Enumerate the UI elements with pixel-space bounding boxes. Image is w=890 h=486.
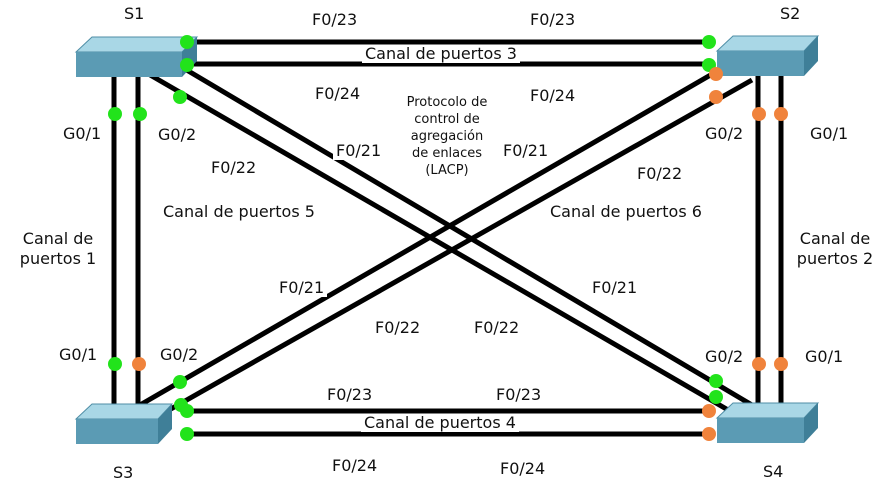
port-label-bottom-f023-left: F0/23: [327, 385, 373, 404]
port-blocked-icon: [702, 404, 716, 418]
port-blocked-icon: [702, 427, 716, 441]
port-up-icon: [702, 35, 716, 49]
port-channel-5-label: Canal de puertos 5: [163, 202, 315, 221]
port-blocked-icon: [774, 107, 788, 121]
port-label-bottom-f024-left: F0/24: [332, 456, 378, 475]
port-up-icon: [709, 374, 723, 388]
link-s1-s4-f022: [143, 69, 737, 417]
lacp-line2: control de: [414, 111, 480, 127]
port-up-icon: [173, 375, 187, 389]
switch-label-s2: S2: [780, 4, 801, 23]
lacp-line5: (LACP): [425, 162, 469, 178]
port-label-s1-g02: G0/2: [155, 126, 200, 144]
port-label-bottom-f024-right: F0/24: [500, 459, 546, 478]
port-label-s3-f021: F0/21: [276, 279, 328, 297]
port-blocked-icon: [774, 357, 788, 371]
port-channel-4-label: Canal de puertos 4: [361, 414, 519, 432]
port-label-s4-g01: G0/1: [802, 348, 847, 366]
switch-s3[interactable]: [74, 403, 174, 444]
port-label-top-f023-left: F0/23: [312, 10, 358, 29]
port-label-s2-g01: G0/1: [807, 125, 852, 143]
switch-label-s3: S3: [113, 463, 134, 482]
port-channel-6-label: Canal de puertos 6: [550, 202, 702, 221]
lacp-caption: Protocolo de control de agregación de en…: [396, 93, 498, 182]
port-label-s3-g01: G0/1: [56, 346, 101, 364]
link-s1-s4-f021: [161, 53, 759, 411]
port-blocked-icon: [709, 90, 723, 104]
port-up-icon: [108, 357, 122, 371]
port-channel-1-label: Canal de puertos 1: [10, 229, 106, 269]
port-label-top-f024-left: F0/24: [315, 84, 361, 103]
port-channel-2-line1: Canal de: [799, 229, 871, 248]
port-up-icon: [108, 107, 122, 121]
port-up-icon: [180, 404, 194, 418]
port-indicators: [108, 35, 788, 441]
lacp-line3: agregación: [410, 128, 484, 144]
port-label-bottom-f023-right: F0/23: [496, 385, 542, 404]
port-label-top-f023-right: F0/23: [530, 10, 576, 29]
switch-label-s1: S1: [124, 4, 145, 23]
port-label-s2-f022: F0/22: [634, 165, 686, 183]
port-label-s1-f021: F0/21: [333, 142, 385, 160]
port-label-s2-g02: G0/2: [702, 125, 747, 143]
port-label-s3-f022: F0/22: [375, 318, 421, 337]
switch-s2[interactable]: [715, 35, 820, 76]
port-up-icon: [133, 107, 147, 121]
port-blocked-icon: [752, 357, 766, 371]
port-label-s2-f021: F0/21: [500, 142, 552, 160]
port-label-s1-f022: F0/22: [208, 159, 260, 177]
port-channel-1-line2: puertos 1: [19, 249, 97, 268]
port-channel-2-label: Canal de puertos 2: [785, 229, 885, 269]
port-channel-3-label: Canal de puertos 3: [362, 45, 520, 63]
port-up-icon: [180, 35, 194, 49]
port-blocked-icon: [709, 67, 723, 81]
port-channel-2-line2: puertos 2: [796, 249, 874, 268]
port-label-s4-g02: G0/2: [702, 348, 747, 366]
switch-label-s4: S4: [763, 462, 784, 481]
port-up-icon: [180, 58, 194, 72]
lacp-line1: Protocolo de: [406, 95, 488, 110]
switch-s4[interactable]: [715, 402, 820, 443]
lacp-line4: de enlaces: [411, 145, 483, 161]
links: [111, 39, 784, 437]
port-up-icon: [173, 90, 187, 104]
port-blocked-icon: [132, 357, 146, 371]
port-up-icon: [180, 427, 194, 441]
port-label-s4-f022: F0/22: [474, 318, 520, 337]
port-channel-1-line1: Canal de: [22, 229, 94, 248]
port-blocked-icon: [752, 107, 766, 121]
port-label-s3-g02: G0/2: [157, 346, 202, 364]
link-s2-s3-f021: [138, 59, 735, 408]
port-label-top-f024-right: F0/24: [530, 86, 576, 105]
port-label-s4-f021: F0/21: [589, 279, 641, 297]
link-s2-s3-f022: [160, 77, 754, 417]
port-up-icon: [709, 390, 723, 404]
switch-s1[interactable]: [74, 36, 199, 77]
port-label-s1-g01: G0/1: [60, 125, 105, 143]
